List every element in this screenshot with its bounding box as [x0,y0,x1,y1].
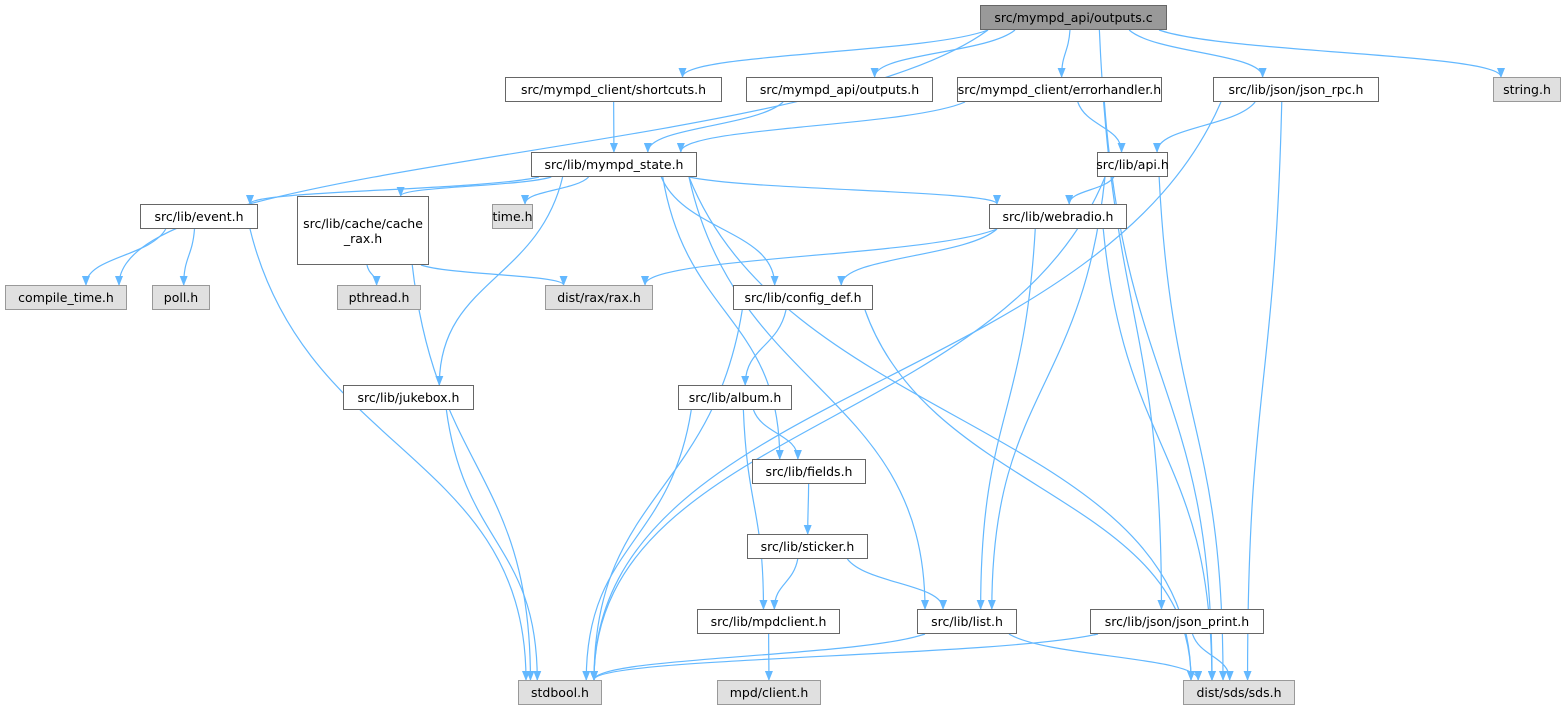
node-config-def-h[interactable]: src/lib/config_def.h [733,285,873,310]
edge-outputs-c-to-string-h [1158,29,1505,78]
edge-webradio-h-to-config-def-h [837,228,998,286]
node-fields-h[interactable]: src/lib/fields.h [752,459,866,484]
edge-mympd-state-h-to-config-def-h [660,176,779,286]
edge-errorhandler-h-to-mympd-state-h [676,101,966,153]
node-json-rpc-h[interactable]: src/lib/json/json_rpc.h [1213,77,1379,102]
node-webradio-h[interactable]: src/lib/webradio.h [989,204,1127,229]
edge-outputs-c-to-errorhandler-h [1057,29,1071,78]
edge-sticker-h-to-mpdclient-h [770,558,799,610]
edge-mympd-state-h-to-fields-h [662,176,784,460]
node-album-h[interactable]: src/lib/album.h [678,385,792,410]
edge-outputs-c-to-json-print-h [1098,29,1166,610]
node-poll-h[interactable]: poll.h [152,285,210,310]
edge-album-h-to-stdbool-h [582,409,692,681]
edge-mympd-state-h-to-event-h [246,176,540,205]
edge-json-rpc-h-to-stdbool-h [590,101,1222,681]
edge-errorhandler-h-to-sds-h [1103,101,1217,681]
node-list-h[interactable]: src/lib/list.h [917,609,1017,634]
node-mympd-state-h[interactable]: src/lib/mympd_state.h [531,152,697,177]
edge-config-def-h-to-stdbool-h [590,309,743,681]
edge-api-h-to-list-h [987,176,1106,610]
edge-mympd-state-h-to-jukebox-h [435,176,564,386]
node-pthread-h[interactable]: pthread.h [337,285,421,310]
edge-outputs-c-to-shortcuts-h [678,29,989,78]
node-event-h[interactable]: src/lib/event.h [140,204,258,229]
edge-event-h-to-compile-time-h [81,228,167,286]
node-cache-rax-h[interactable]: src/lib/cache/cache _rax.h [297,196,429,265]
edge-mympd-state-h-to-webradio-h [688,176,1001,205]
node-rax-h[interactable]: dist/rax/rax.h [545,285,653,310]
edge-json-print-h-to-stdbool-h [590,633,1099,681]
edge-api-h-to-webradio-h [1065,176,1115,205]
edge-errorhandler-h-to-api-h [1077,101,1126,153]
edge-fields-h-to-sticker-h [803,483,812,535]
edge-mympd-state-h-to-cache-rax-h [396,176,552,197]
edge-json-print-h-to-sds-h [1191,633,1234,681]
node-mpdclient-h[interactable]: src/lib/mpdclient.h [697,609,840,634]
edge-album-h-to-mpdclient-h [742,409,768,610]
edge-album-h-to-fields-h [752,409,802,460]
edge-api-h-to-stdbool-h [590,176,1106,681]
node-shortcuts-h[interactable]: src/mympd_client/shortcuts.h [505,77,722,102]
node-outputs-c[interactable]: src/mympd_api/outputs.c [980,5,1167,30]
edge-outputs-c-to-json-rpc-h [1128,29,1267,78]
node-json-print-h[interactable]: src/lib/json/json_print.h [1090,609,1264,634]
edge-config-def-h-to-album-h [741,309,787,386]
edge-cache-rax-h-to-rax-h [420,264,568,286]
edge-sticker-h-to-list-h [846,558,948,610]
node-mpd-client-h[interactable]: mpd/client.h [717,680,821,705]
node-time-h[interactable]: time.h [492,204,533,229]
edge-list-h-to-stdbool-h [590,633,926,681]
edge-cache-rax-h-to-pthread-h [366,264,381,286]
node-api-h[interactable]: src/lib/api.h [1096,152,1169,177]
edge-mympd-state-h-to-time-h [521,176,590,205]
edge-cache-rax-h-to-stdbool-h [411,264,535,681]
node-sticker-h[interactable]: src/lib/sticker.h [747,534,868,559]
edge-mympd-state-h-to-sds-h [688,176,1195,681]
edge-mympd-state-h-to-list-h [688,176,929,610]
node-jukebox-h[interactable]: src/lib/jukebox.h [343,385,474,410]
edge-outputs-c-to-outputs-h [870,29,1016,78]
edge-event-h-to-poll-h [179,228,196,286]
node-outputs-h[interactable]: src/mympd_api/outputs.h [746,77,933,102]
node-stdbool-h[interactable]: stdbool.h [518,680,602,705]
edge-list-h-to-sds-h [1008,633,1203,681]
edge-event-h-to-stdbool-h [249,228,530,681]
node-sds-h[interactable]: dist/sds/sds.h [1183,680,1295,705]
edge-json-rpc-h-to-sds-h [1243,101,1283,681]
node-string-h[interactable]: string.h [1493,77,1561,102]
edge-webradio-h-to-rax-h [641,228,998,286]
edge-json-rpc-h-to-api-h [1153,101,1256,153]
node-errorhandler-h[interactable]: src/mympd_client/errorhandler.h [957,77,1162,102]
edge-jukebox-h-to-stdbool-h [445,409,542,681]
node-compile-time-h[interactable]: compile_time.h [5,285,127,310]
edge-api-h-to-sds-h [1158,176,1228,681]
edge-webradio-h-to-list-h [976,228,1036,610]
edge-webradio-h-to-sds-h [1102,228,1216,681]
edge-outputs-h-to-mympd-state-h [643,101,784,153]
